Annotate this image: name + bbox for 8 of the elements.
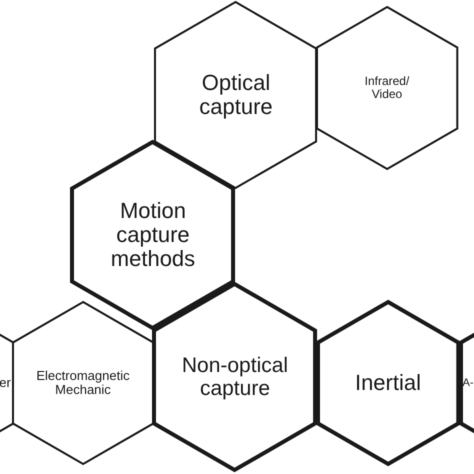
hexagon-label: Motion capture methods	[110, 198, 196, 272]
hexagon-label: Non-optical capture	[180, 354, 290, 400]
hexagon-label: Optical capture	[198, 70, 274, 120]
hexagon-label: Inertial	[354, 370, 421, 396]
hexagon-label: Infrared/ Video	[364, 74, 410, 102]
hexagon-label: A-	[462, 376, 474, 390]
hexagon-label: Electromagnetic Mechanic	[35, 368, 131, 398]
hexagon-label: er	[0, 376, 11, 390]
